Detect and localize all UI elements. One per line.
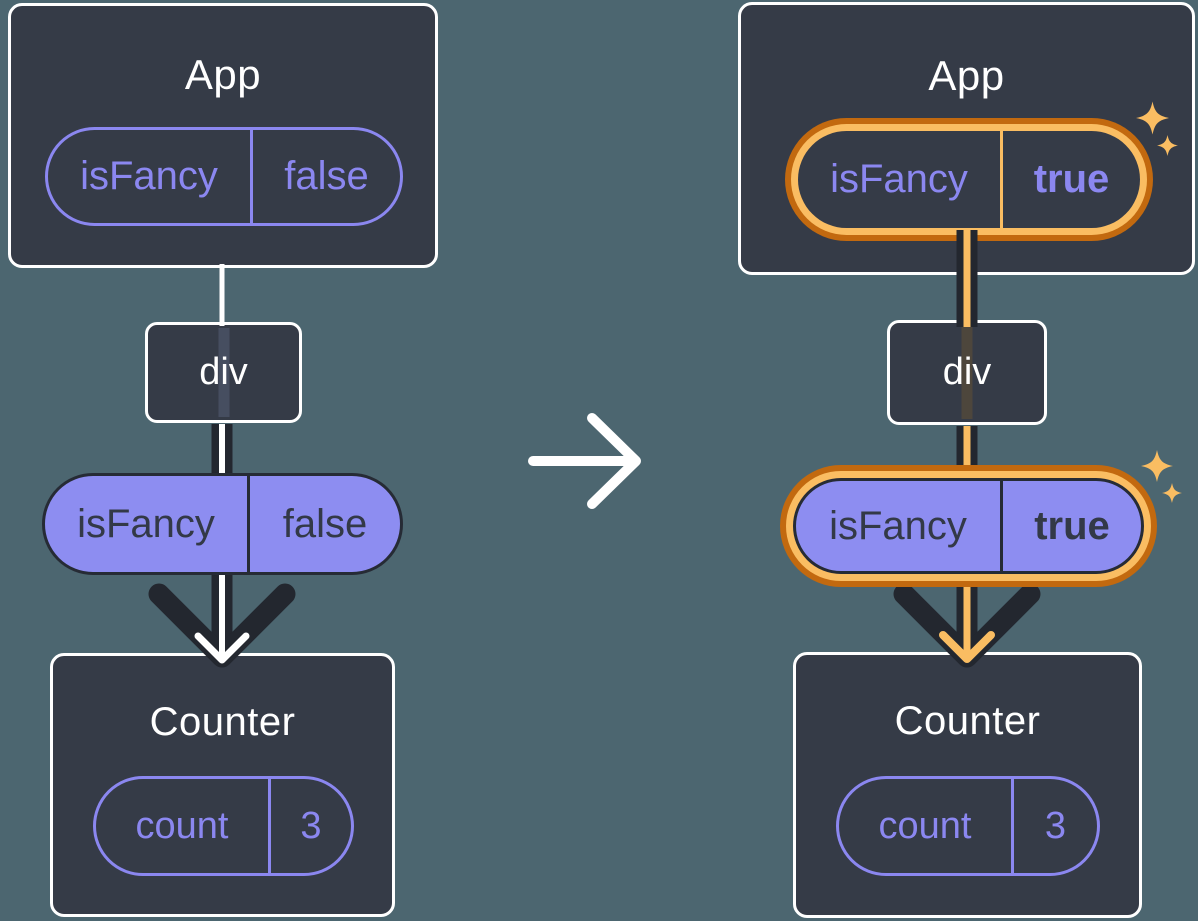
prop-value: false <box>250 130 400 223</box>
prop-flow-trace <box>961 326 973 419</box>
prop-flow-arrow-after <box>893 230 1041 668</box>
component-title: App <box>928 52 1005 99</box>
sparkle-icon <box>1162 483 1182 503</box>
counter-component-box-before: Counter count 3 <box>50 653 395 917</box>
state-name: count <box>135 804 229 847</box>
component-title: Counter <box>894 699 1041 743</box>
prop-name: isFancy <box>80 154 218 198</box>
component-title: div <box>199 351 248 393</box>
state-name: count <box>878 804 972 847</box>
state-value: 3 <box>1011 779 1097 873</box>
prop-value: true <box>1000 131 1140 228</box>
component-title: App <box>184 51 262 98</box>
prop-pill-app-before: isFancy false <box>45 127 403 226</box>
sparkle-icon <box>1141 450 1173 482</box>
state-pill-counter-after: count 3 <box>836 776 1100 876</box>
component-title: div <box>942 351 992 393</box>
state-pill-counter-before: count 3 <box>93 776 354 876</box>
counter-component-box-after: Counter count 3 <box>793 652 1142 918</box>
div-component-box-after: div <box>887 320 1047 425</box>
sparkle-icon <box>1157 135 1178 156</box>
passed-prop-pill-after-highlighted: isFancy true <box>780 465 1157 587</box>
state-value: 3 <box>268 779 351 873</box>
prop-value: false <box>247 476 400 572</box>
highlight-ring: isFancy true <box>786 471 1151 581</box>
transition-arrow-icon <box>528 413 641 509</box>
prop-pill-app-after-highlighted: isFancy true <box>785 118 1153 241</box>
prop-name: isFancy <box>830 157 968 201</box>
highlight-ring: isFancy true <box>791 124 1147 235</box>
prop-name: isFancy <box>829 503 967 548</box>
sparkle-icon <box>1136 101 1169 135</box>
passed-prop-pill-before: isFancy false <box>42 473 403 575</box>
app-component-box-after: App isFancy true <box>738 2 1195 275</box>
component-title: Counter <box>149 700 296 744</box>
prop-value: true <box>1000 481 1141 571</box>
app-component-box-before: App isFancy false <box>8 3 438 268</box>
prop-flow-trace <box>218 328 229 417</box>
prop-name: isFancy <box>77 501 215 546</box>
prop-flow-arrow-before <box>148 264 296 668</box>
